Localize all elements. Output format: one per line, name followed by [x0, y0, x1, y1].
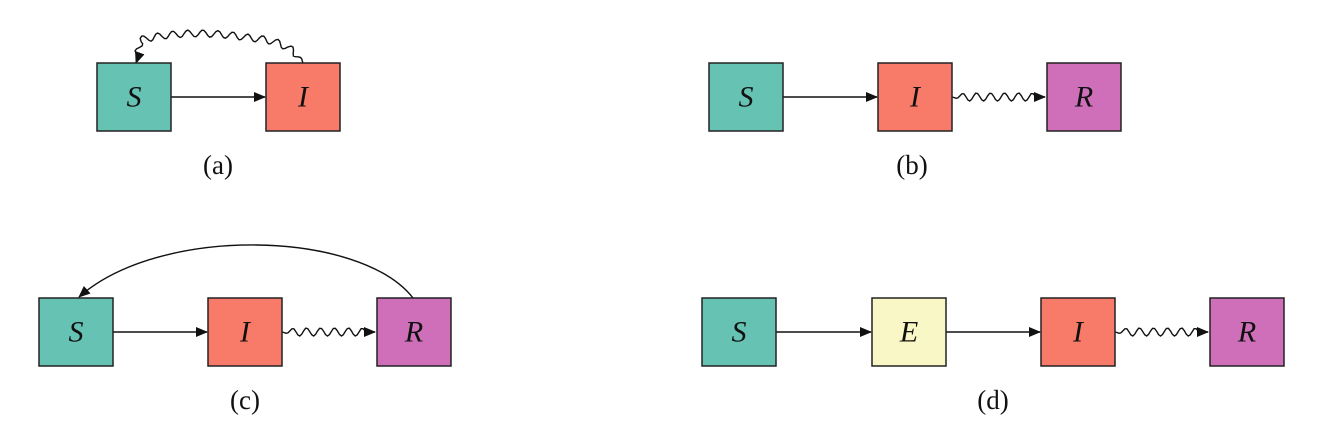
node-label: R — [1074, 81, 1093, 114]
node-label: I — [239, 316, 252, 349]
node-box — [96, 62, 172, 132]
node-I-panel-4: I — [1040, 297, 1116, 367]
transition-wavy-arrow — [1114, 327, 1209, 337]
node-label: R — [404, 316, 423, 349]
node-box — [38, 297, 114, 367]
node-box — [708, 62, 784, 132]
transition-wavy-arrow — [951, 92, 1046, 102]
node-I-panel-1: I — [265, 62, 341, 132]
node-label: R — [1237, 316, 1256, 349]
node-box — [265, 62, 341, 132]
node-label: I — [297, 81, 310, 114]
transition-wavy-arrow — [281, 327, 376, 337]
node-box — [1209, 297, 1285, 367]
node-S-panel-4: S — [701, 297, 777, 367]
node-I-panel-2: I — [877, 62, 953, 132]
panel-caption: (b) — [896, 150, 927, 180]
node-S-panel-2: S — [708, 62, 784, 132]
node-box — [877, 62, 953, 132]
node-I-panel-3: I — [207, 297, 283, 367]
node-box — [871, 297, 947, 367]
feedback-wavy-arrow — [134, 29, 304, 64]
node-S-panel-1: S — [96, 62, 172, 132]
node-label: S — [127, 81, 142, 114]
panel-caption: (d) — [977, 385, 1008, 415]
node-R-panel-4: R — [1209, 297, 1285, 367]
node-S-panel-3: S — [38, 297, 114, 367]
return-arc-arrow — [78, 244, 414, 299]
panel-caption: (c) — [230, 385, 260, 415]
node-label: I — [1072, 316, 1085, 349]
node-box — [207, 297, 283, 367]
node-label: S — [732, 316, 747, 349]
node-R-panel-3: R — [376, 297, 452, 367]
node-box — [1046, 62, 1122, 132]
node-label: S — [739, 81, 754, 114]
node-box — [1040, 297, 1116, 367]
node-box — [701, 297, 777, 367]
node-label: S — [69, 316, 84, 349]
node-R-panel-2: R — [1046, 62, 1122, 132]
node-label: E — [899, 316, 918, 349]
node-label: I — [909, 81, 922, 114]
node-box — [376, 297, 452, 367]
node-E-panel-4: E — [871, 297, 947, 367]
panel-caption: (a) — [203, 150, 233, 180]
